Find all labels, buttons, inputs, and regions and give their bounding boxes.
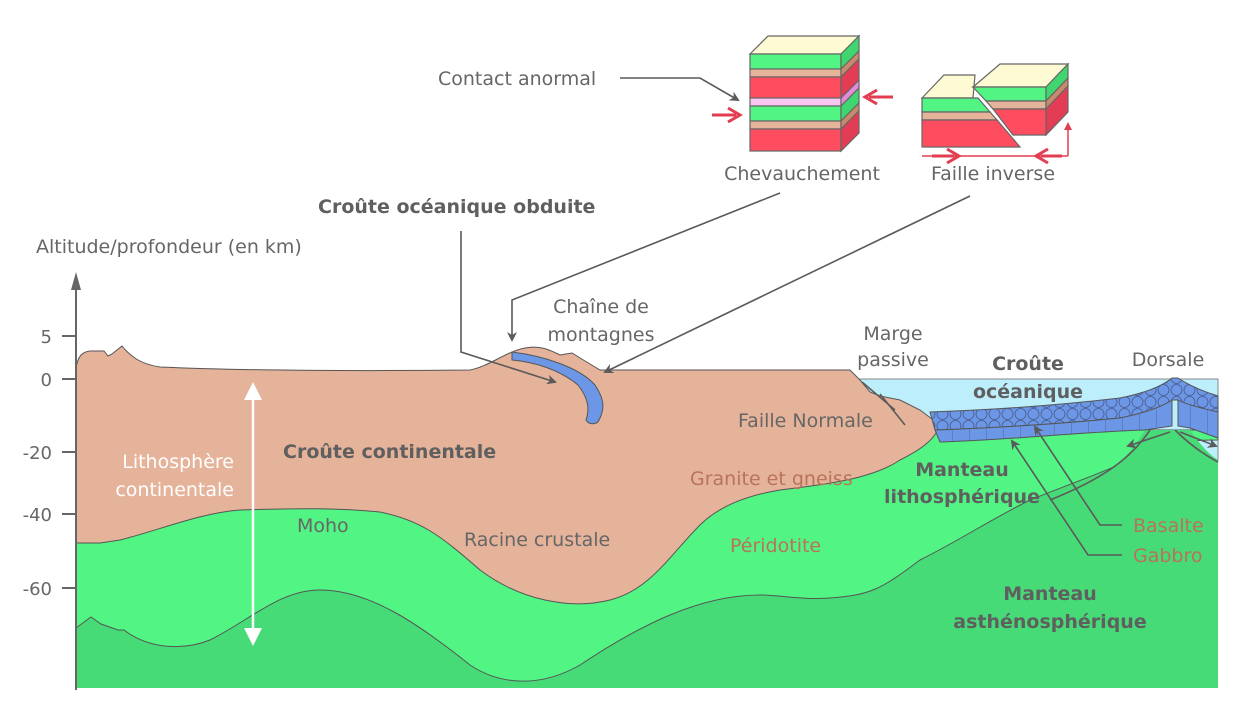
contact-anormal-label: Contact anormal <box>438 68 596 90</box>
peridotite-label: Péridotite <box>730 535 821 557</box>
lithosphere-continentale-label-2: continentale <box>115 479 234 501</box>
tick-label: -60 <box>23 579 52 600</box>
tick-label: 0 <box>41 370 52 391</box>
faille-inverse-label: Faille inverse <box>931 163 1055 185</box>
manteau-asthenospherique-label-2: asthénosphérique <box>953 611 1146 633</box>
compression-arrow-right <box>1033 147 1062 165</box>
chevauchement-block <box>712 34 893 153</box>
manteau-asthenospherique-label-1: Manteau <box>1003 583 1097 605</box>
granite-gneiss-label: Granite et gneiss <box>690 468 853 490</box>
cross-section: 5 0 -20 -40 -60 Altitude/profondeur (en … <box>23 236 1219 690</box>
obducted-oceanic-crust <box>511 351 604 425</box>
axis-title: Altitude/profondeur (en km) <box>36 236 302 258</box>
racine-crustale-label: Racine crustale <box>464 529 610 551</box>
faille-normale-label: Faille Normale <box>738 410 873 432</box>
ridge-upwelling <box>1050 430 1218 530</box>
gabbro-label: Gabbro <box>1133 545 1203 567</box>
tick-label: -20 <box>23 443 52 464</box>
croute-oceanique-label-2: océanique <box>973 381 1083 403</box>
compression-arrow-left <box>712 106 743 124</box>
compression-arrow-left <box>932 147 962 165</box>
tick-label: -40 <box>23 505 52 526</box>
chaine-montagnes-label-1: Chaîne de <box>553 296 649 318</box>
marge-passive-label-2: passive <box>857 349 929 371</box>
tick-label: 5 <box>41 327 52 348</box>
chevauchement-label: Chevauchement <box>724 163 880 185</box>
basalte-label: Basalte <box>1133 515 1204 537</box>
croute-continentale-label: Croûte continentale <box>283 441 496 463</box>
lithosphere-continentale-label-1: Lithosphère <box>122 451 234 473</box>
croute-oceanique-label-1: Croûte <box>992 353 1064 375</box>
compression-arrow-right <box>862 88 893 106</box>
chaine-montagnes-label-2: montagnes <box>548 324 655 346</box>
leader-lines <box>460 77 1122 556</box>
oceanic-crust-gabbro <box>934 399 1219 443</box>
marge-passive-label-1: Marge <box>863 323 922 345</box>
manteau-lithospherique-label-2: lithosphérique <box>884 486 1040 508</box>
faille-inverse-block <box>920 62 1072 165</box>
manteau-lithospherique-label-1: Manteau <box>915 459 1009 481</box>
dorsale-label: Dorsale <box>1132 349 1205 371</box>
axis-ticks <box>62 335 76 589</box>
moho-label: Moho <box>297 515 349 537</box>
continental-crust-region <box>75 345 941 605</box>
croute-oceanique-obduite-label: Croûte océanique obduite <box>318 196 595 218</box>
